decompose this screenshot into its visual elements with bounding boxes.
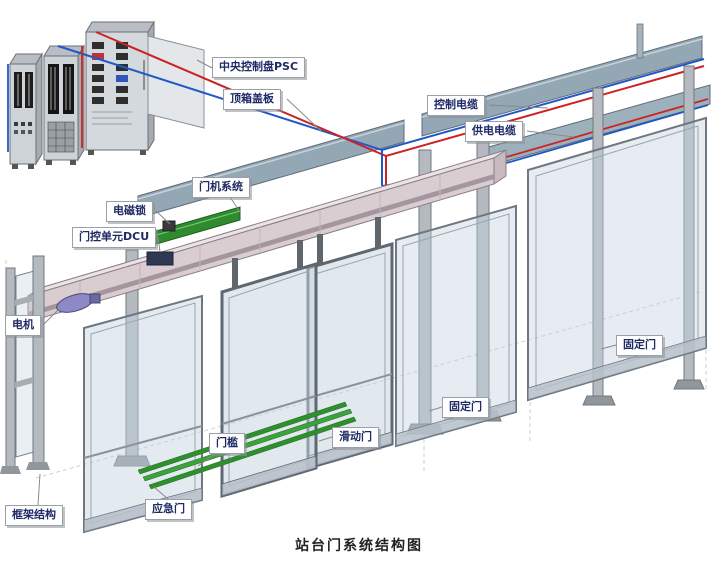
label-fixed-door-right: 固定门	[616, 335, 663, 356]
emergency-door-panel	[83, 294, 203, 534]
psc-cabinet	[85, 20, 205, 152]
diagram-title: 站台门系统结构图	[295, 538, 423, 554]
label-motor: 电机	[5, 315, 41, 336]
dcu-unit	[146, 251, 174, 266]
label-frame-structure: 框架结构	[5, 505, 63, 526]
control-cabinets	[9, 20, 205, 169]
door-panels	[0, 116, 707, 534]
sliding-door-left-leaf	[220, 261, 318, 499]
end-frame-structure	[0, 255, 50, 474]
label-door-control-unit-dcu: 门控单元DCU	[72, 227, 157, 248]
motor-unit	[56, 293, 101, 313]
fixed-door-middle-panel	[395, 204, 517, 448]
label-power-cable: 供电电缆	[465, 121, 523, 142]
psc-cabinet-door	[147, 35, 205, 129]
cabinet-feet	[12, 150, 146, 169]
column-foot	[673, 379, 705, 390]
label-control-cable: 控制电缆	[427, 95, 485, 116]
label-top-box-cover: 顶箱盖板	[223, 89, 281, 110]
cover-plate-right	[421, 35, 703, 137]
label-door-sill: 门槛	[209, 433, 245, 454]
electromagnetic-lock-unit	[162, 220, 176, 232]
ceiling-bracket	[636, 23, 644, 59]
label-door-machine-system: 门机系统	[192, 177, 250, 198]
leader-lines	[37, 59, 617, 506]
label-central-control-panel-psc: 中央控制盘PSC	[212, 57, 306, 78]
beam-track	[28, 174, 494, 317]
column-foot	[582, 395, 616, 406]
label-sliding-door: 滑动门	[332, 427, 379, 448]
door-hangers	[232, 217, 381, 288]
label-electromagnetic-lock: 电磁锁	[106, 201, 153, 222]
cabinet-left	[9, 52, 43, 166]
label-fixed-door-middle: 固定门	[442, 397, 489, 418]
fixed-door-right-panel	[527, 116, 707, 402]
cabinet-middle	[43, 44, 85, 162]
label-emergency-door: 应急门	[145, 499, 192, 520]
